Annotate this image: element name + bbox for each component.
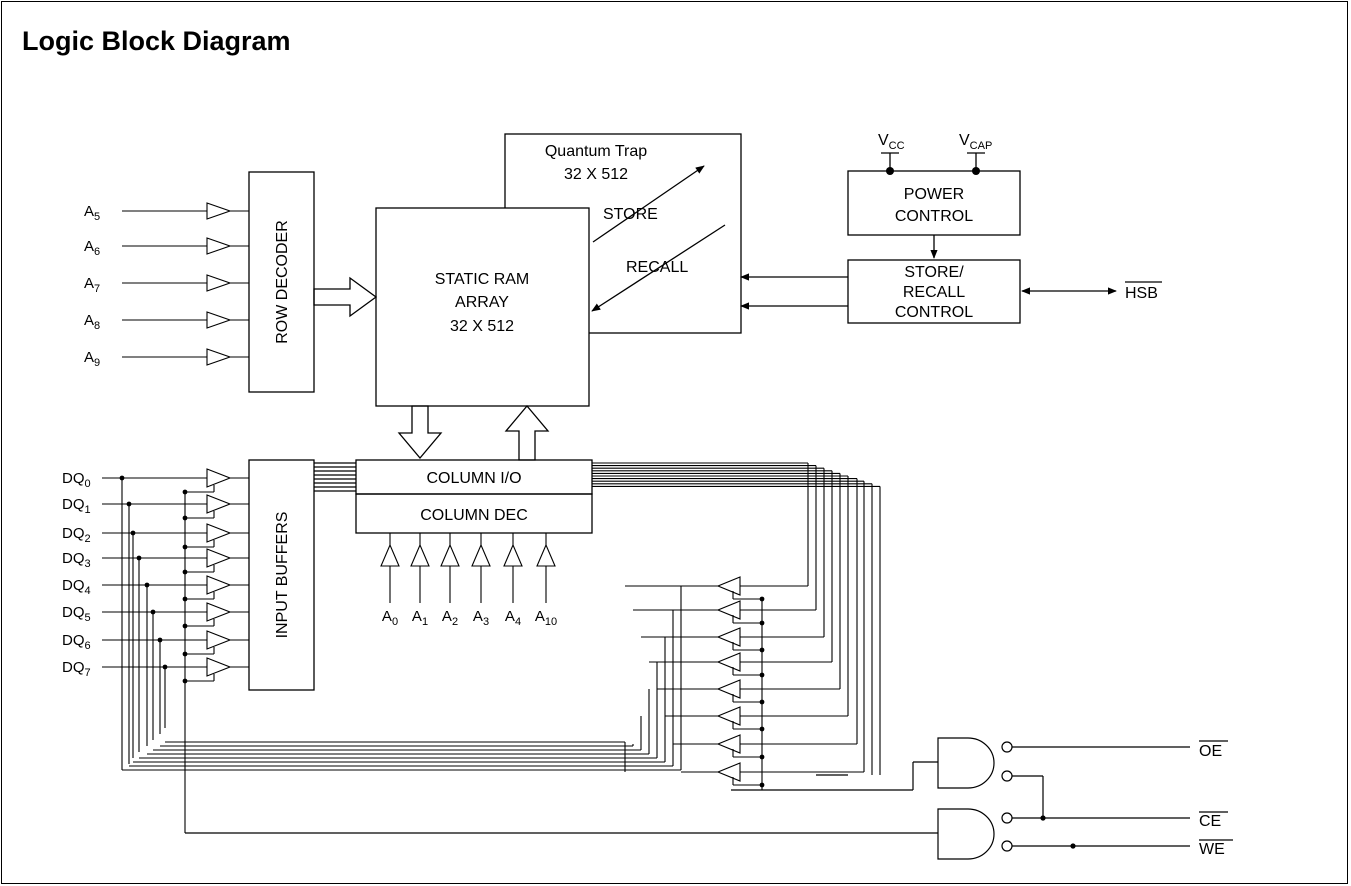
output-buffer <box>716 576 741 596</box>
column-address-label: A10 <box>535 608 557 628</box>
input-buffer <box>206 657 232 677</box>
store-label: STORE <box>603 206 658 223</box>
hsb-label: HSB <box>1125 285 1158 302</box>
input-buffer <box>206 630 232 650</box>
row-address-buffer <box>206 311 232 329</box>
row-address-label: A5 <box>84 203 100 223</box>
store-recall-label-1: STORE/ <box>904 264 964 281</box>
column-address-label: A4 <box>505 608 521 628</box>
row-address-buffer <box>206 202 232 220</box>
column-address-label: A1 <box>412 608 428 628</box>
we-label: WE <box>1199 841 1225 858</box>
output-buffer <box>716 679 741 699</box>
store-recall-label-2: RECALL <box>903 284 965 301</box>
diagram-title: Logic Block Diagram <box>22 26 291 56</box>
row-address-label: A9 <box>84 349 100 369</box>
store-arrow <box>592 165 705 243</box>
column-address-buffer <box>440 543 460 567</box>
column-address-label: A3 <box>473 608 489 628</box>
store-recall-label-3: CONTROL <box>895 304 973 321</box>
quantum-trap-label: Quantum Trap <box>545 143 647 160</box>
vcc-label: VCC <box>878 132 905 152</box>
column-address-buffer <box>471 543 491 567</box>
store-recall-control-block <box>847 259 1021 324</box>
output-buffer <box>716 627 741 647</box>
dq-pin-label: DQ1 <box>62 496 91 516</box>
input-buffer <box>206 523 232 543</box>
row-address-buffer <box>206 274 232 292</box>
sram-label-2: ARRAY <box>455 294 509 311</box>
column-to-sram-arrow <box>504 404 550 461</box>
column-address-buffer <box>410 543 430 567</box>
vcap-label: VCAP <box>959 132 992 152</box>
row-to-sram-arrow <box>313 276 378 318</box>
input-buffer <box>206 494 232 514</box>
input-buffer <box>206 575 232 595</box>
dq-pin-label: DQ5 <box>62 604 91 624</box>
ce-label: CE <box>1199 813 1221 830</box>
column-address-buffer <box>380 543 400 567</box>
quantum-trap-size: 32 X 512 <box>564 166 628 183</box>
column-address-buffer <box>536 543 556 567</box>
column-address-label: A2 <box>442 608 458 628</box>
we-and-gate <box>937 808 995 860</box>
row-decoder-block <box>248 171 315 393</box>
input-buffers-label: INPUT BUFFERS <box>274 512 291 639</box>
column-dec-block <box>355 493 593 534</box>
sram-to-column-arrow <box>397 405 443 460</box>
row-address-buffer <box>206 237 232 255</box>
input-buffer <box>206 468 232 488</box>
row-decoder-label: ROW DECODER <box>274 220 291 344</box>
sram-label-1: STATIC RAM <box>435 271 530 288</box>
column-dec-label: COLUMN DEC <box>420 507 528 524</box>
power-control-label-2: CONTROL <box>895 208 973 225</box>
sram-label-3: 32 X 512 <box>450 318 514 335</box>
dq-pin-label: DQ6 <box>62 632 91 652</box>
row-address-label: A6 <box>84 238 100 258</box>
dq-pin-label: DQ7 <box>62 659 91 679</box>
output-buffer <box>716 706 741 726</box>
input-buffer <box>206 602 232 622</box>
dq-pin-label: DQ4 <box>62 577 91 597</box>
recall-label: RECALL <box>626 259 688 276</box>
oe-label: OE <box>1199 743 1222 760</box>
row-address-label: A7 <box>84 275 100 295</box>
column-address-buffer <box>503 543 523 567</box>
dq-pin-label: DQ2 <box>62 525 91 545</box>
column-io-label: COLUMN I/O <box>426 470 521 487</box>
column-address-label: A0 <box>382 608 398 628</box>
output-buffer <box>716 762 741 782</box>
row-address-buffer <box>206 348 232 366</box>
recall-arrow <box>591 224 726 312</box>
output-buffer <box>716 652 741 672</box>
dq-pin-label: DQ3 <box>62 550 91 570</box>
power-control-block <box>847 170 1021 236</box>
oe-and-gate <box>937 737 995 789</box>
output-buffer <box>716 734 741 754</box>
power-control-label-1: POWER <box>904 186 964 203</box>
dq-pin-label: DQ0 <box>62 470 91 490</box>
input-buffer <box>206 548 232 568</box>
sram-array-block <box>375 207 590 407</box>
input-buffers-block <box>248 459 315 691</box>
row-address-label: A8 <box>84 312 100 332</box>
output-buffer <box>716 600 741 620</box>
